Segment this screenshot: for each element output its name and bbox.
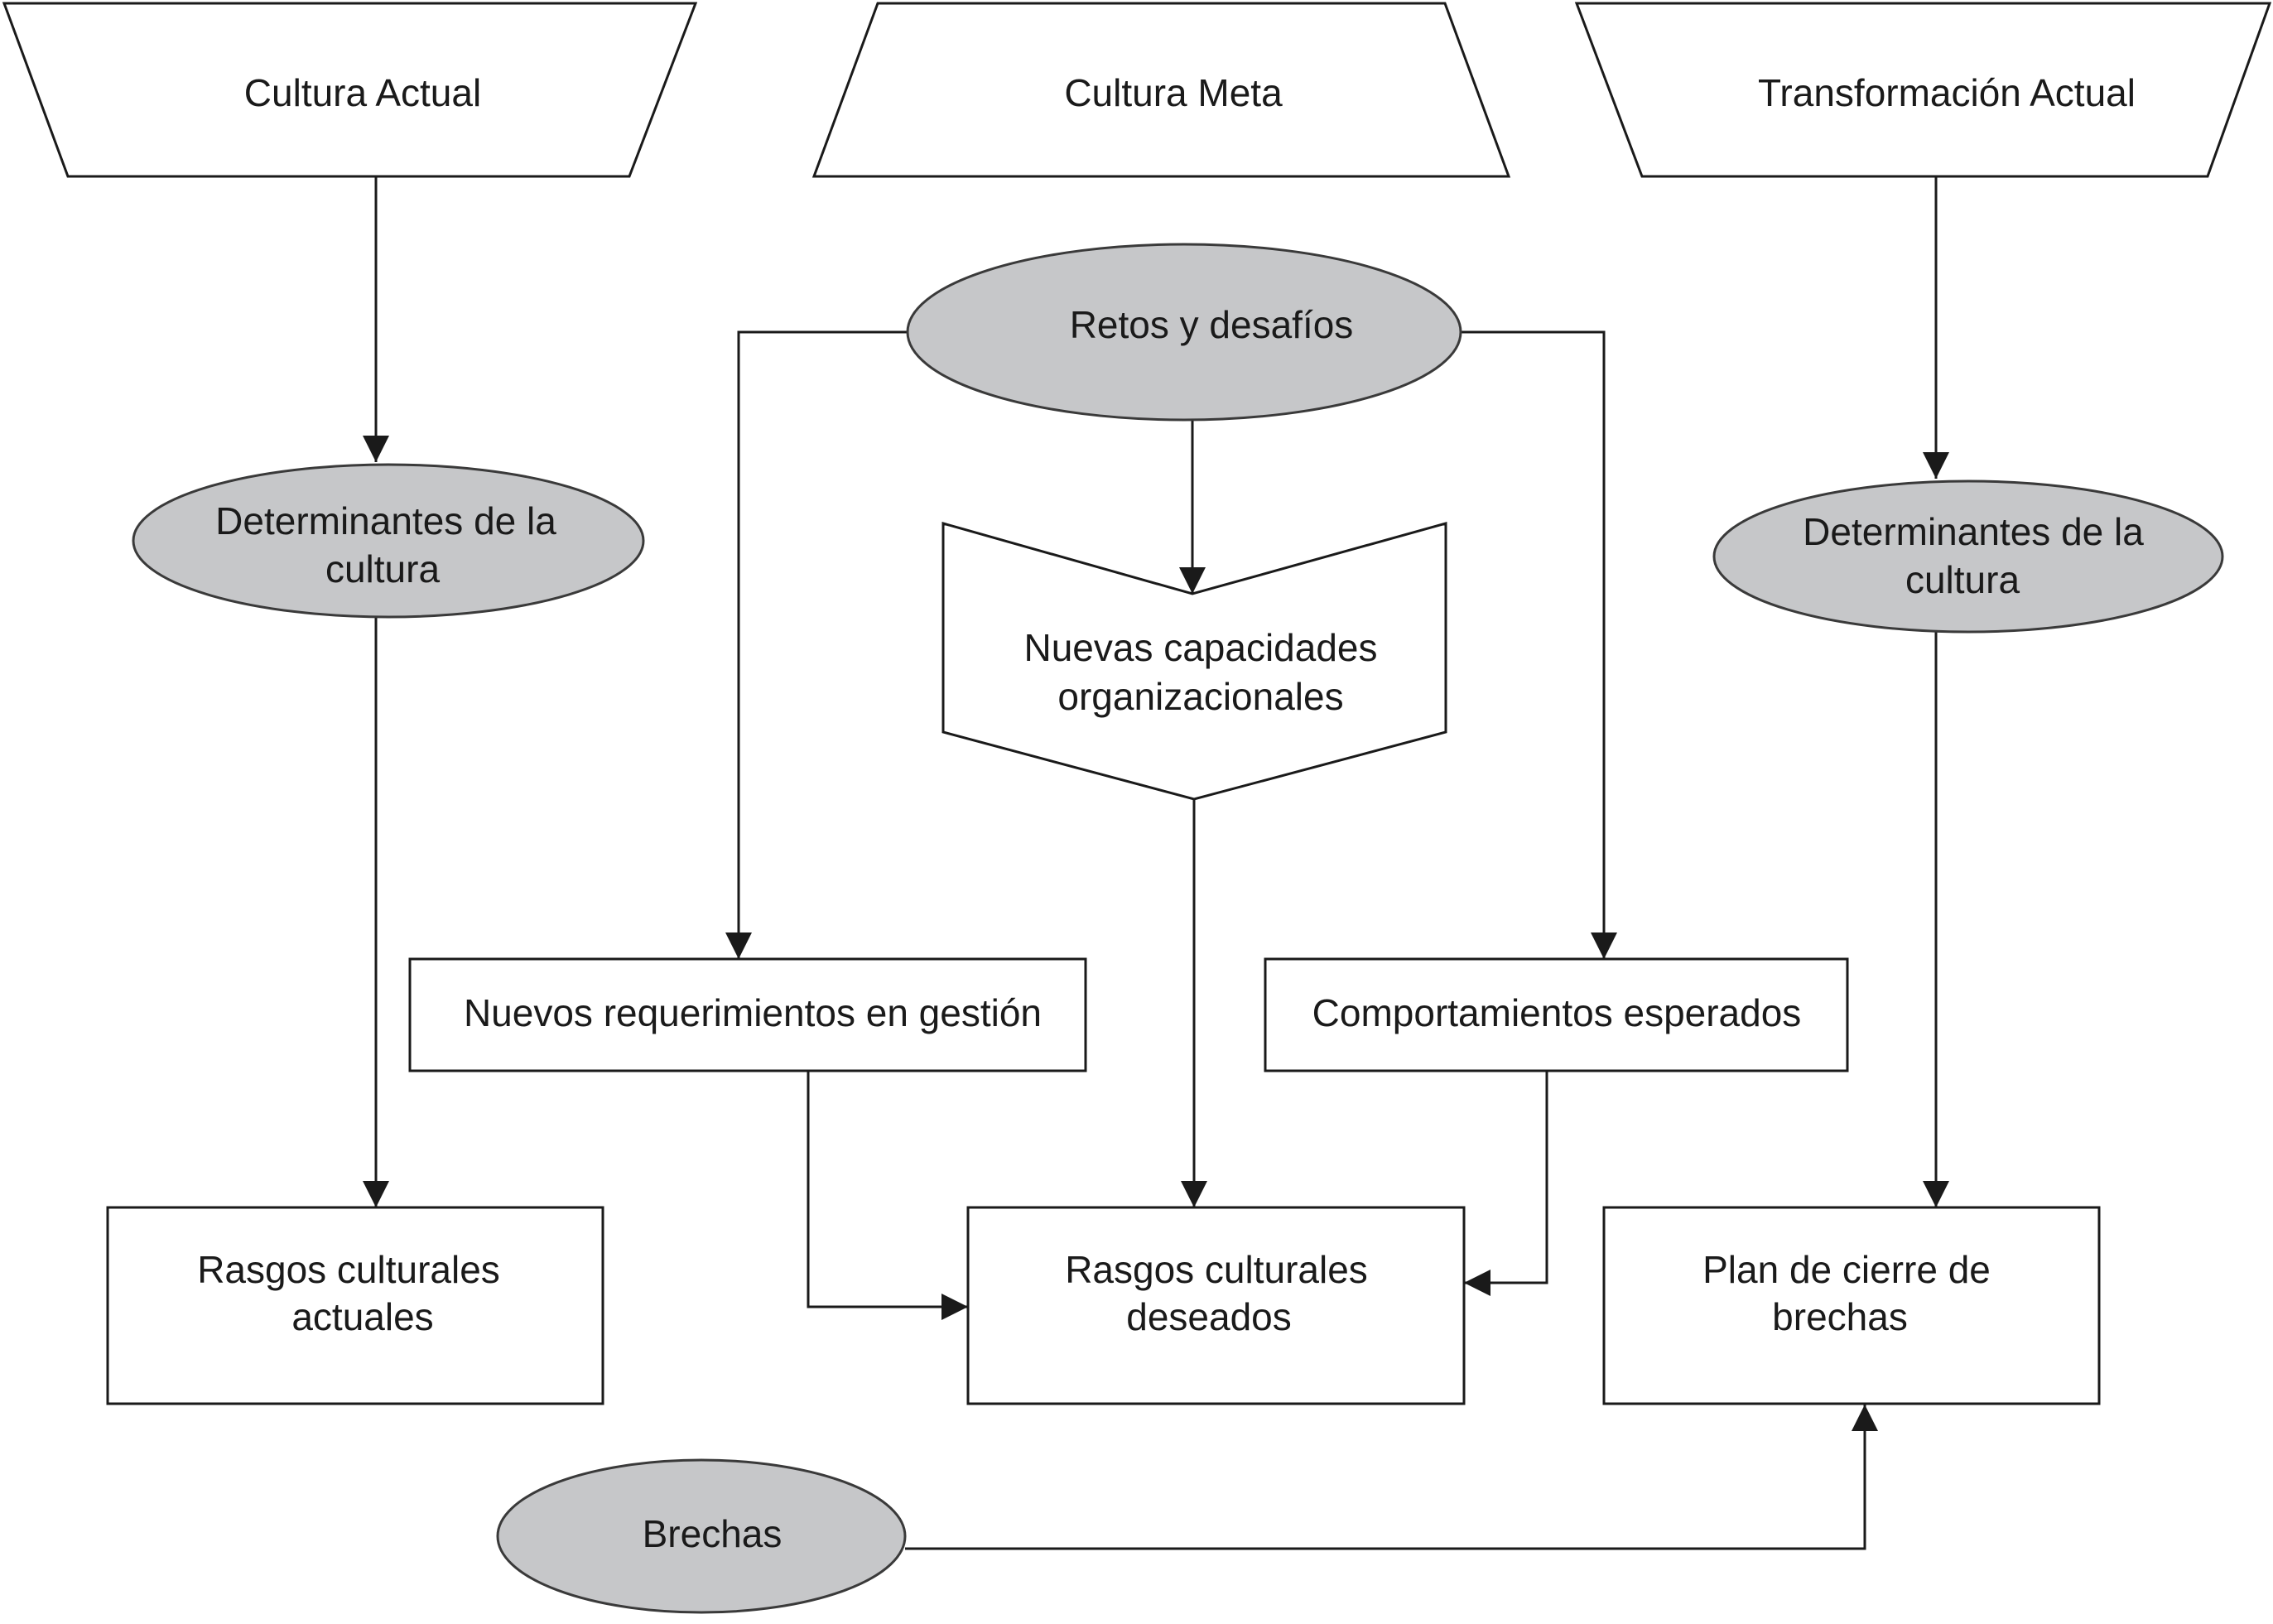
connectors [363,176,1949,1550]
cultura-meta-label: Cultura Meta [1064,71,1283,114]
rasgos-deseados-label-line2: deseados [1126,1295,1292,1338]
brechas-label: Brechas [643,1512,783,1555]
determinantes-right-label-line1: Determinantes de la [1803,510,2144,553]
nuevos-requerimientos-label: Nuevos requerimientos en gestión [464,991,1042,1034]
plan-cierre-node: Plan de cierre de brechas [1602,1206,2101,1405]
plan-cierre-label-line2: brechas [1772,1295,1908,1338]
nuevos-requerimientos-node: Nuevos requerimientos en gestión [408,957,1087,1072]
rasgos-actuales-node: Rasgos culturales actuales [106,1206,604,1405]
nuevas-capacidades-label-line1: Nuevas capacidades [1023,626,1377,669]
determinantes-left-label-line1: Determinantes de la [215,499,556,542]
cultura-actual-label: Cultura Actual [244,71,481,114]
rasgos-deseados-node: Rasgos culturales deseados [966,1206,1466,1405]
arrow-retos-to-nuevos-requerimientos [725,330,908,959]
nuevas-capacidades-label-line2: organizacionales [1057,675,1343,718]
rasgos-actuales-label-line2: actuales [291,1295,433,1338]
rasgos-actuales-label-line1: Rasgos culturales [197,1248,500,1291]
arrow-brechas-to-plan-cierre [905,1405,1878,1550]
brechas-node: Brechas [496,1458,907,1614]
transformacion-actual-label: Transformación Actual [1758,71,2136,114]
nuevas-capacidades-node: Nuevas capacidades organizacionales [941,522,1447,801]
cultura-actual-node: Cultura Actual [2,2,698,178]
arrow-comportamientos-to-rasgos-deseados [1464,1071,1548,1296]
determinantes-left-label-line2: cultura [325,547,440,590]
arrow-retos-to-comportamientos [1462,330,1617,959]
determinantes-right-label-line2: cultura [1905,558,2020,601]
retos-label: Retos y desafíos [1070,303,1354,346]
comportamientos-label: Comportamientos esperados [1312,991,1802,1034]
retos-node: Retos y desafíos [906,243,1462,422]
determinantes-left-node: Determinantes de la cultura [132,463,645,619]
transformacion-actual-node: Transformación Actual [1574,2,2272,178]
comportamientos-node: Comportamientos esperados [1264,957,1849,1072]
cultura-meta-node: Cultura Meta [811,2,1511,178]
arrow-nuevos-requerimientos-to-rasgos-deseados [807,1071,968,1320]
plan-cierre-label-line1: Plan de cierre de [1702,1248,1991,1291]
rasgos-deseados-label-line1: Rasgos culturales [1065,1248,1368,1291]
determinantes-right-node: Determinantes de la cultura [1712,479,2224,634]
